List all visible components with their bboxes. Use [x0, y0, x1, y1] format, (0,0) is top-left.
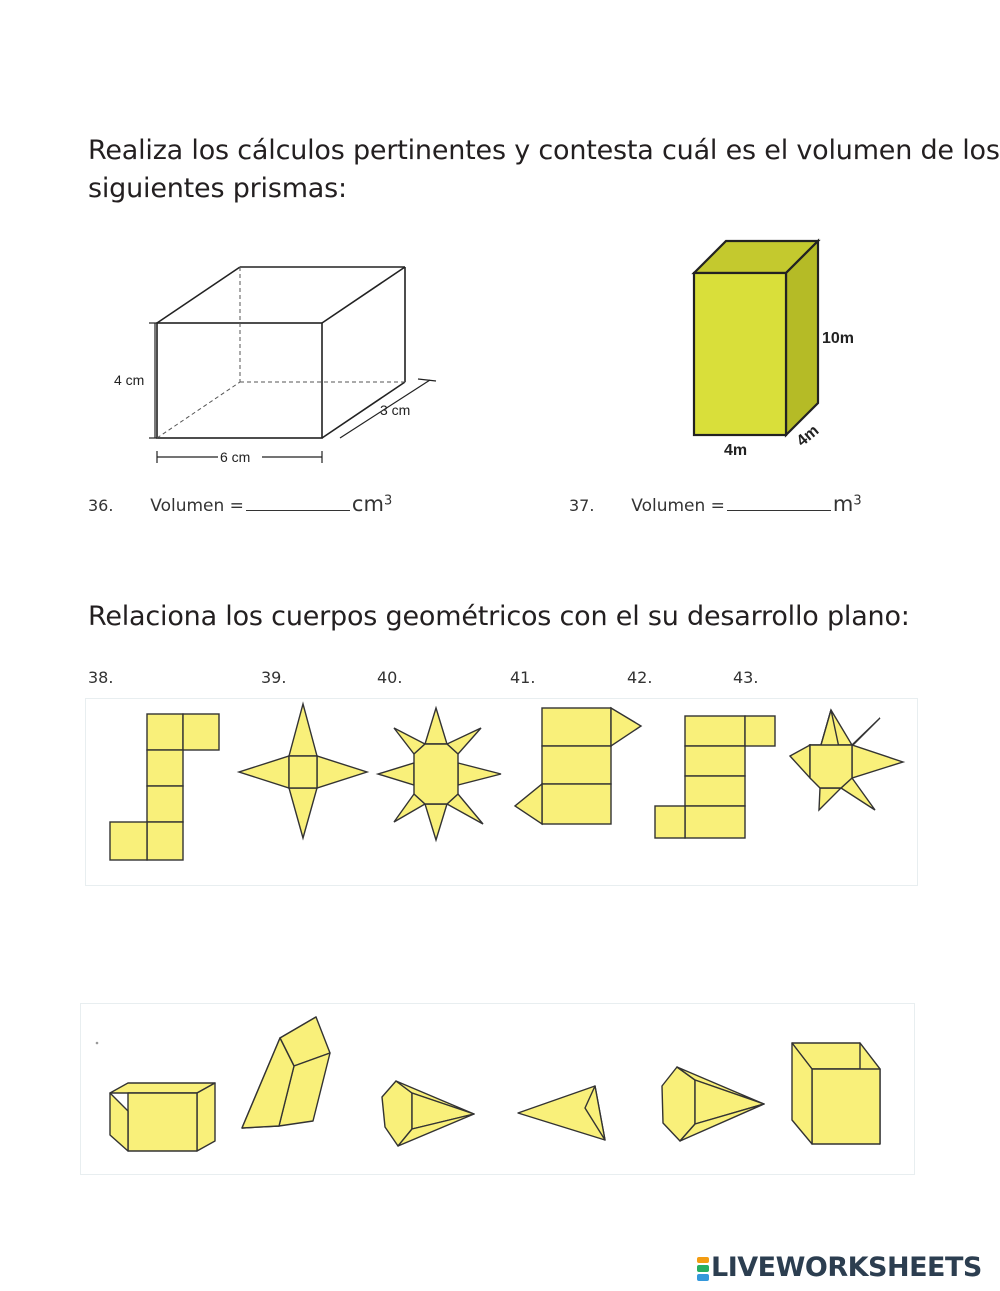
- solids-strip: [80, 1003, 915, 1175]
- nets-strip: [85, 698, 918, 886]
- prism2-side-face: [784, 238, 820, 438]
- answer-36-input[interactable]: [245, 492, 350, 511]
- net-square-pyramid: [236, 701, 370, 841]
- question-36: 36. Volumen = cm3: [88, 492, 392, 516]
- answer-37-input[interactable]: [726, 492, 831, 511]
- prism-wireframe: 4 cm 6 cm 3 cm: [108, 266, 437, 465]
- net-rectangular-prism: [654, 715, 776, 839]
- net-number-40: 40.: [377, 668, 403, 687]
- question-36-unit: cm: [351, 492, 384, 516]
- prism1-depth-label: 3 cm: [380, 402, 410, 418]
- solid-hexagonal-pyramid-2: [661, 1066, 765, 1142]
- prism1-height-label: 4 cm: [114, 372, 144, 388]
- solid-triangular-prism: [241, 1016, 331, 1129]
- question-37: 37. Volumen = m3: [569, 492, 862, 516]
- logo-mark-icon: [697, 1256, 709, 1282]
- net-octagonal-pyramid: [375, 705, 502, 843]
- prism2-width-label: 4m: [724, 442, 747, 459]
- prism2-depth-label: 4m: [794, 422, 823, 450]
- net-number-39: 39.: [261, 668, 287, 687]
- net-hexagonal-pyramid: [788, 708, 906, 812]
- solid-cube: [791, 1042, 881, 1145]
- question-36-number: 36.: [88, 496, 114, 515]
- liveworksheets-logo: LIVEWORKSHEETS: [697, 1252, 982, 1283]
- prism1-width-label: 6 cm: [220, 449, 250, 465]
- logo-text: LIVEWORKSHEETS: [711, 1252, 982, 1283]
- instruction-volume: Realiza los cálculos pertinentes y conte…: [88, 132, 1000, 208]
- net-triangular-prism: [513, 706, 643, 826]
- net-cube-1: [109, 713, 220, 861]
- solid-rectangular-prism: [109, 1082, 216, 1152]
- instruction-nets: Relaciona los cuerpos geométricos con el…: [88, 601, 910, 632]
- question-37-label: Volumen =: [631, 496, 725, 516]
- question-36-exponent: 3: [383, 493, 393, 509]
- instruction-volume-line1: Realiza los cálculos pertinentes y conte…: [88, 135, 1000, 166]
- question-36-label: Volumen =: [150, 496, 244, 516]
- question-37-unit: m: [832, 492, 854, 516]
- question-37-exponent: 3: [853, 493, 862, 509]
- solid-triangular-pyramid: [517, 1085, 606, 1141]
- net-number-42: 42.: [627, 668, 653, 687]
- net-number-43: 43.: [733, 668, 759, 687]
- net-number-38: 38.: [88, 668, 114, 687]
- prism-solid: 10m 4m 4m: [691, 238, 854, 459]
- instruction-volume-line2: siguientes prismas:: [88, 173, 347, 204]
- net-number-41: 41.: [510, 668, 536, 687]
- prism2-height-label: 10m: [822, 330, 854, 347]
- question-37-number: 37.: [569, 496, 595, 515]
- prism2-front-face: [692, 271, 788, 437]
- solid-hexagonal-pyramid-1: [381, 1080, 475, 1147]
